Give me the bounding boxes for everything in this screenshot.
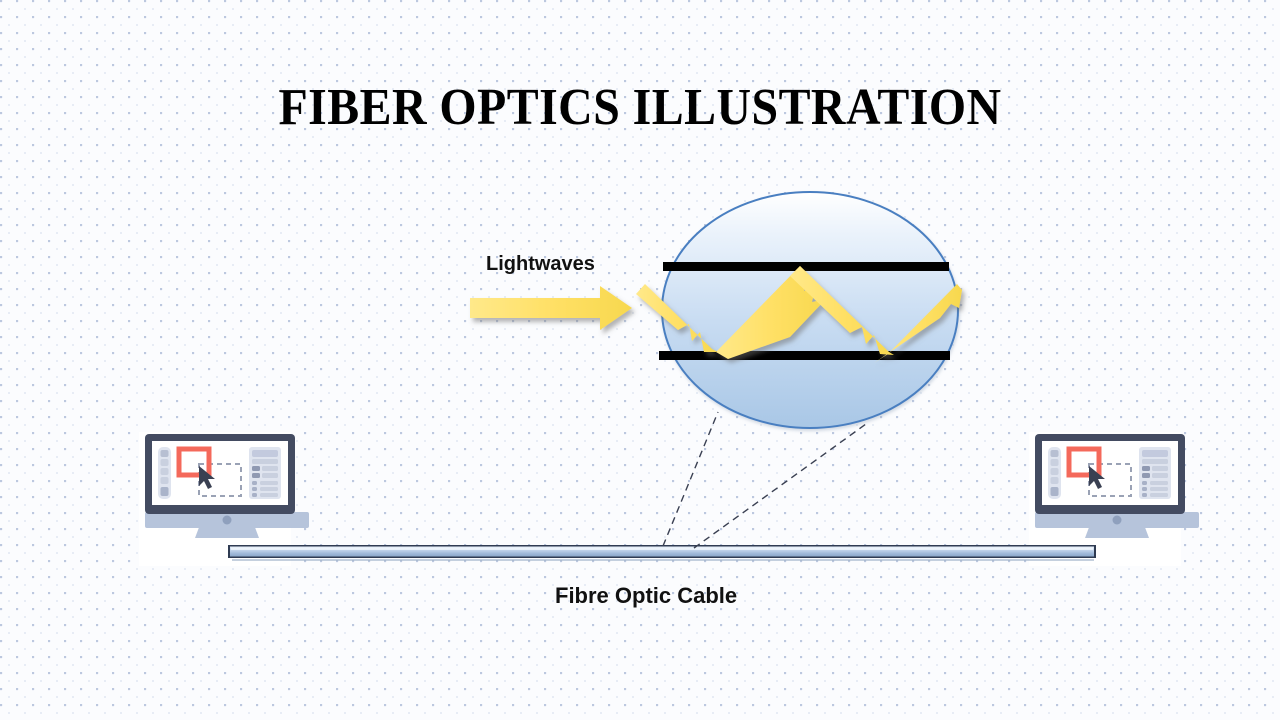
toolbar-tool-3	[160, 468, 169, 475]
fibre-optic-cable	[228, 545, 1096, 561]
panel-row-4	[1150, 481, 1168, 485]
monitor-power-button[interactable]	[222, 515, 232, 525]
panel-bullet-3	[252, 493, 257, 497]
monitor-power-button[interactable]	[1112, 515, 1122, 525]
panel-toggle-1	[1142, 466, 1150, 471]
lightwave-segment-1	[636, 284, 718, 352]
panel-row-2	[262, 466, 278, 471]
panel-row-1	[1142, 459, 1168, 464]
callout-line-left	[662, 411, 719, 547]
panel-toggle-2	[252, 473, 260, 478]
panel-row-3	[1152, 473, 1168, 478]
panel-row-2	[1152, 466, 1168, 471]
callout-lines	[662, 411, 867, 549]
panel-toggle-2	[1142, 473, 1150, 478]
toolbar-tool-3	[1050, 468, 1059, 475]
panel-row-1	[252, 459, 278, 464]
toolbar-tool-5	[160, 487, 169, 496]
panel-row-4	[260, 481, 278, 485]
toolbar-tool-1	[1050, 450, 1059, 457]
toolbar-tool-2	[160, 459, 169, 466]
fibre-optic-cable-label: Fibre Optic Cable	[555, 583, 738, 608]
core-wall-top	[663, 262, 949, 271]
panel-bullet-2	[1142, 487, 1147, 491]
lightwave-segment-2	[716, 266, 826, 359]
screen-cursor-icon	[1089, 466, 1105, 489]
panel-bullet-1	[252, 481, 257, 485]
fiber-core-walls	[659, 262, 950, 360]
panel-row-5	[1150, 487, 1168, 491]
page-title: FIBER OPTICS ILLUSTRATION	[278, 79, 1002, 136]
cable-shadow	[232, 559, 1094, 561]
screen-cursor-icon	[199, 466, 215, 489]
lightwave-reflection-path	[636, 266, 962, 363]
lightwave-segment-4	[874, 284, 962, 363]
core-wall-bottom	[659, 351, 950, 360]
panel-toggle-1	[252, 466, 260, 471]
toolbar-tool-5	[1050, 487, 1059, 496]
panel-row-5	[260, 487, 278, 491]
incoming-lightwave-arrow	[470, 286, 632, 330]
cable-body	[230, 546, 1094, 557]
screen-selection-box	[198, 463, 242, 497]
toolbar-tool-2	[1050, 459, 1059, 466]
panel-header	[1142, 450, 1168, 457]
screen-selection-box	[1088, 463, 1132, 497]
panel-bullet-1	[1142, 481, 1147, 485]
screen-red-square	[1066, 446, 1102, 478]
panel-bullet-3	[1142, 493, 1147, 497]
panel-header	[252, 450, 278, 457]
toolbar-tool-4	[1050, 477, 1059, 484]
toolbar-tool-1	[160, 450, 169, 457]
toolbar-tool-4	[160, 477, 169, 484]
panel-row-6	[1150, 493, 1168, 497]
lightwaves-label: Lightwaves	[486, 253, 595, 275]
panel-bullet-2	[252, 487, 257, 491]
panel-row-6	[260, 493, 278, 497]
incoming-arrow-shape	[470, 286, 632, 330]
panel-row-3	[262, 473, 278, 478]
lightwave-segment-3	[790, 266, 894, 355]
cable-highlight	[231, 547, 1093, 550]
screen-red-square	[176, 446, 212, 478]
